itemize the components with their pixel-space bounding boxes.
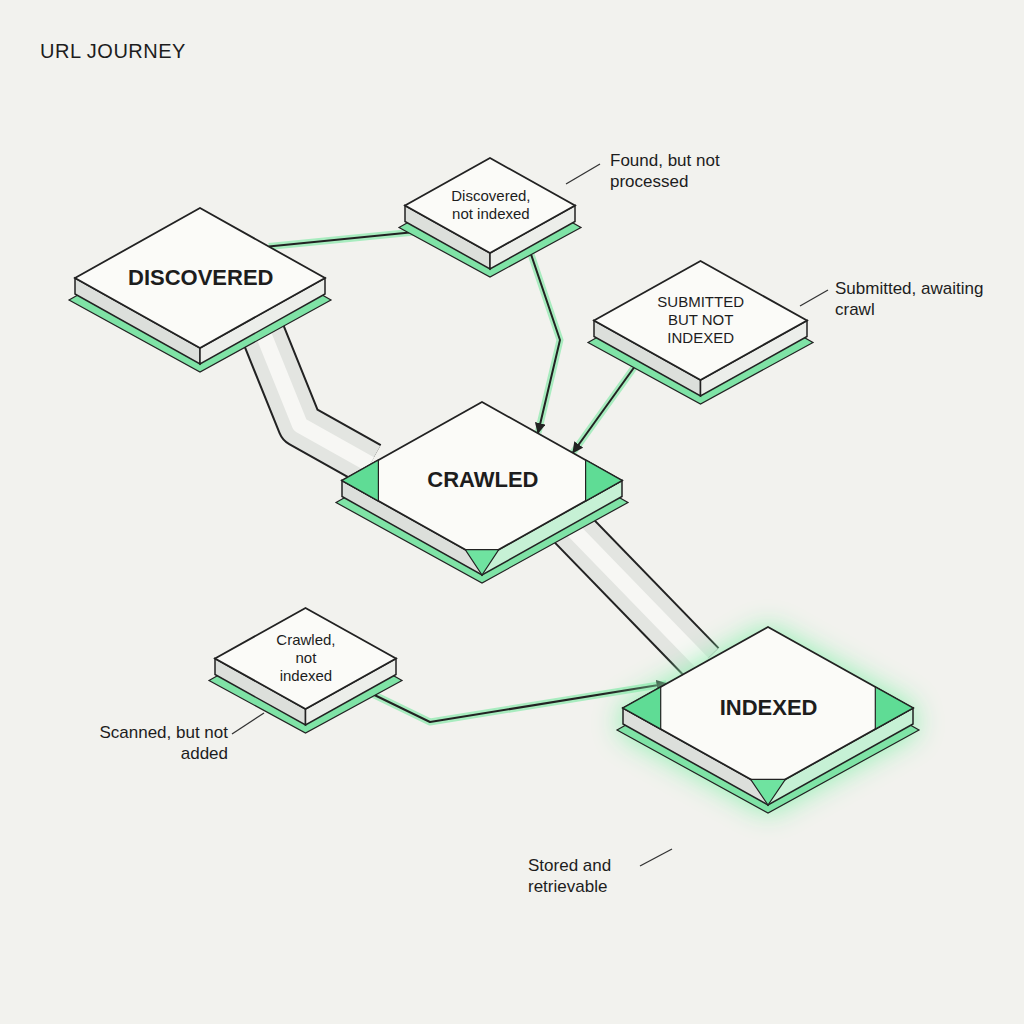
node-text: CRAWLED [426, 467, 539, 493]
stage-block: INDEXED [623, 627, 913, 815]
green-facet [465, 549, 499, 574]
chute-body [256, 317, 370, 465]
green-facet [586, 460, 622, 501]
arrow-line [350, 683, 666, 722]
top-face [75, 208, 325, 348]
flow-arrow [524, 234, 560, 433]
transfer-chute [559, 515, 703, 663]
green-facet [875, 687, 913, 729]
leader-line [566, 164, 600, 184]
chute-body [559, 515, 703, 663]
top-face [623, 627, 913, 789]
node-label: Crawled, not indexed [275, 631, 336, 685]
base-plate [209, 626, 402, 733]
tile-shape [75, 208, 325, 374]
status-tile: DISCOVERED [75, 208, 325, 374]
tile-shape [623, 627, 913, 815]
arrow-band [524, 234, 560, 433]
node-text: Discovered, not indexed [450, 187, 531, 223]
arrow-line [524, 234, 560, 433]
transfer-chute [256, 317, 370, 465]
status-tile: Discovered, not indexed [405, 158, 575, 279]
leader-line [232, 713, 264, 734]
top-face [342, 402, 622, 559]
stage-block: CRAWLED [342, 402, 622, 585]
callout-note: Submitted, awaiting crawl [835, 278, 985, 321]
callout-note: Stored and retrievable [528, 855, 658, 898]
arrow-band [350, 683, 666, 722]
status-tile: Crawled, not indexed [215, 608, 396, 735]
chute-outline [559, 515, 703, 663]
base-plate [588, 279, 813, 404]
top-face [215, 608, 396, 709]
chute-highlight [559, 515, 703, 663]
green-facet [342, 460, 378, 501]
top-face [405, 158, 575, 253]
status-tile: SUBMITTED BUT NOT INDEXED [594, 261, 807, 406]
chute-highlight [256, 317, 370, 465]
node-text: SUBMITTED BUT NOT INDEXED [657, 293, 745, 347]
tile-shape [342, 402, 622, 585]
green-facet [623, 687, 661, 729]
callout-note: Found, but not processed [610, 150, 750, 193]
node-label: CRAWLED [426, 467, 539, 493]
node-label: SUBMITTED BUT NOT INDEXED [657, 293, 745, 347]
node-text: Crawled, not indexed [275, 631, 336, 685]
node-label: Discovered, not indexed [450, 187, 531, 223]
node-label: DISCOVERED [127, 265, 274, 291]
green-facet [751, 779, 786, 805]
leader-line [640, 849, 672, 866]
leader-line [800, 290, 828, 306]
diagram-title: URL JOURNEY [40, 40, 186, 63]
top-face [594, 261, 807, 380]
node-text: INDEXED [719, 695, 818, 721]
callout-note: Scanned, but not added [88, 722, 228, 765]
node-text: DISCOVERED [127, 265, 274, 291]
flow-arrow [350, 683, 666, 722]
chute-outline [256, 317, 370, 465]
node-label: INDEXED [719, 695, 818, 721]
